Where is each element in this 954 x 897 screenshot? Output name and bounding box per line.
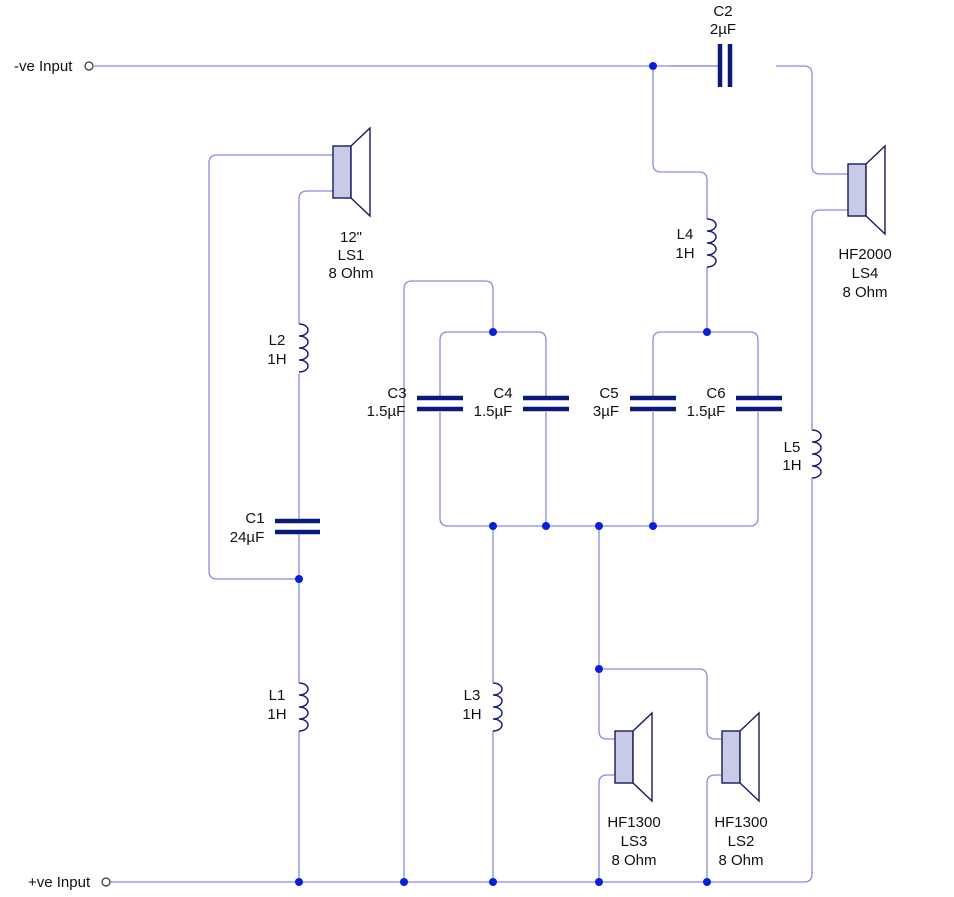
l1-value: 1H (267, 706, 286, 723)
inductor-l3 (492, 654, 503, 732)
ls1-impedance: 8 Ohm (328, 265, 373, 282)
capacitor-c6 (736, 395, 782, 412)
ls1-model: 12" (340, 229, 362, 246)
wire-positive-rail (110, 508, 813, 883)
l4-value: 1H (675, 245, 694, 262)
speaker-ls3-icon (614, 711, 653, 803)
c1-value: 24µF (230, 529, 265, 546)
junction-node (489, 522, 497, 530)
ls4-impedance: 8 Ohm (842, 284, 887, 301)
junction-node (400, 878, 408, 886)
negative-input-label: -ve Input (14, 58, 73, 75)
l5-name: L5 (784, 439, 801, 456)
junction-node (595, 522, 603, 530)
ls4-model: HF2000 (838, 246, 891, 263)
c3-value: 1.5µF (367, 403, 406, 420)
junction-node (489, 328, 497, 336)
inductor-l2 (298, 297, 309, 373)
l3-value: 1H (462, 706, 481, 723)
speaker-ls2-icon (721, 711, 760, 803)
capacitor-c5 (630, 395, 676, 412)
inductor-l1 (298, 654, 309, 732)
inductor-l4 (706, 218, 717, 268)
negative-input-terminal[interactable] (84, 61, 94, 71)
wire-ls1-loop (208, 154, 333, 580)
positive-input-terminal[interactable] (101, 877, 111, 887)
l2-value: 1H (267, 351, 286, 368)
c4-name: C4 (493, 385, 512, 402)
wire-l4-branch (652, 66, 708, 219)
c6-name: C6 (706, 385, 725, 402)
wire-ls1-to-l2 (298, 190, 333, 297)
junction-nodes (295, 62, 711, 886)
l5-value: 1H (782, 457, 801, 474)
capacitor-c3 (417, 395, 463, 412)
c5-value: 3µF (593, 403, 619, 420)
ls2-model: HF1300 (714, 814, 767, 831)
l2-name: L2 (269, 332, 286, 349)
junction-node (595, 878, 603, 886)
c2-name: C2 (713, 3, 732, 20)
l3-name: L3 (464, 687, 481, 704)
wire-c3c4-bottom (439, 412, 759, 527)
c5-name: C5 (599, 385, 618, 402)
ls3-name: LS3 (621, 833, 648, 850)
wire-ls2-return (706, 774, 722, 882)
ls3-model: HF1300 (607, 814, 660, 831)
ls4-name: LS4 (852, 265, 879, 282)
wire-ls2ls3-feed (598, 526, 615, 740)
junction-node (649, 62, 657, 70)
ls2-impedance: 8 Ohm (718, 852, 763, 869)
junction-node (542, 522, 550, 530)
ls2-name: LS2 (728, 833, 755, 850)
wires (94, 65, 848, 883)
junction-node (295, 878, 303, 886)
wire-c3c4-top (439, 331, 547, 396)
capacitor-c2 (670, 44, 733, 87)
l4-name: L4 (677, 226, 694, 243)
speaker-ls1-icon (332, 126, 371, 218)
c4-value: 1.5µF (474, 403, 513, 420)
positive-input-label: +ve Input (28, 874, 91, 891)
wire-ls3-return (598, 774, 615, 882)
c3-name: C3 (387, 385, 406, 402)
inductor-l5 (811, 404, 822, 508)
junction-node (703, 328, 711, 336)
wire-c2-to-ls4 (776, 65, 848, 175)
wire-ls4-to-l5 (811, 209, 848, 404)
capacitor-c4 (523, 395, 569, 412)
l1-name: L1 (269, 687, 286, 704)
c2-value: 2µF (710, 21, 736, 38)
ls3-impedance: 8 Ohm (611, 852, 656, 869)
speaker-ls4-icon (847, 144, 886, 236)
c6-value: 1.5µF (687, 403, 726, 420)
junction-node (295, 575, 303, 583)
capacitor-c1 (275, 506, 320, 547)
junction-node (489, 878, 497, 886)
wire-c3c4-feed (403, 280, 494, 882)
wire-ls2-feed (599, 668, 722, 740)
ls1-name: LS1 (338, 247, 365, 264)
junction-node (703, 878, 711, 886)
junction-node (649, 522, 657, 530)
junction-node (595, 665, 603, 673)
c1-name: C1 (245, 510, 264, 527)
wire-c5c6-top (652, 331, 759, 396)
